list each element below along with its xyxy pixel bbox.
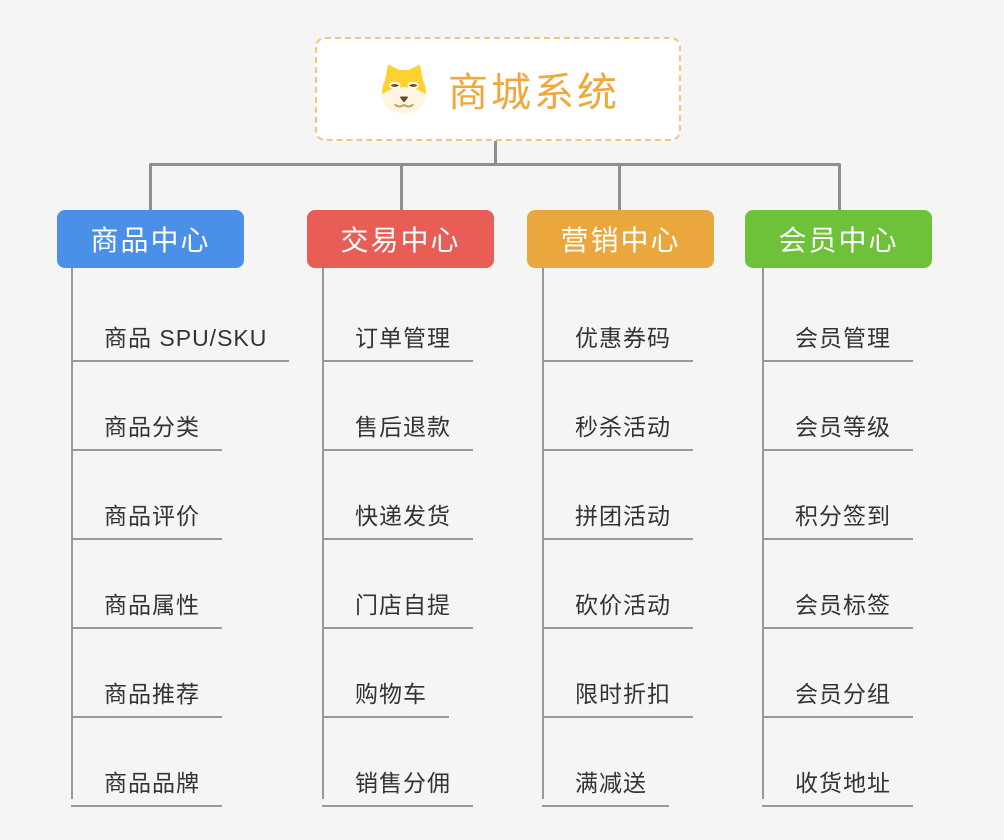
drop-line-marketing	[618, 164, 621, 211]
leaf-node[interactable]: 快递发货	[322, 497, 473, 540]
leaf-node[interactable]: 商品属性	[71, 586, 222, 629]
leaf-node[interactable]: 门店自提	[322, 586, 473, 629]
root-node[interactable]: 商城系统	[315, 37, 681, 141]
branch-children-member: 会员管理 会员等级 积分签到 会员标签 会员分组 收货地址	[762, 268, 1002, 808]
leaf-node[interactable]: 收货地址	[762, 764, 913, 807]
leaf-node[interactable]: 会员分组	[762, 675, 913, 718]
branch-children-product: 商品 SPU/SKU 商品分类 商品评价 商品属性 商品推荐 商品品牌	[71, 268, 311, 808]
branch-children-trade: 订单管理 售后退款 快递发货 门店自提 购物车 销售分佣	[322, 268, 562, 808]
column-line	[71, 268, 73, 799]
leaf-node[interactable]: 会员等级	[762, 408, 913, 451]
leaf-node[interactable]: 购物车	[322, 675, 449, 718]
dog-icon	[382, 64, 426, 114]
root-stem-line	[494, 139, 497, 165]
column-line	[762, 268, 764, 799]
drop-line-trade	[400, 164, 403, 211]
branch-label: 交易中心	[340, 225, 461, 256]
leaf-node[interactable]: 秒杀活动	[542, 408, 693, 451]
leaf-node[interactable]: 销售分佣	[322, 764, 473, 807]
branch-label: 营销中心	[560, 225, 681, 256]
leaf-node[interactable]: 砍价活动	[542, 586, 693, 629]
leaf-node[interactable]: 会员管理	[762, 319, 913, 362]
leaf-node[interactable]: 会员标签	[762, 586, 913, 629]
branch-label: 商品中心	[90, 225, 211, 256]
leaf-node[interactable]: 商品推荐	[71, 675, 222, 718]
branch-node-marketing[interactable]: 营销中心	[527, 210, 714, 268]
branch-node-trade[interactable]: 交易中心	[307, 210, 494, 268]
column-line	[542, 268, 544, 799]
leaf-node[interactable]: 售后退款	[322, 408, 473, 451]
leaf-node[interactable]: 限时折扣	[542, 675, 693, 718]
leaf-node[interactable]: 商品 SPU/SKU	[71, 319, 290, 362]
branch-node-product[interactable]: 商品中心	[57, 210, 244, 268]
leaf-node[interactable]: 积分签到	[762, 497, 913, 540]
leaf-node[interactable]: 商品品牌	[71, 764, 222, 807]
leaf-node[interactable]: 优惠券码	[542, 319, 693, 362]
drop-line-product	[149, 164, 152, 211]
leaf-node[interactable]: 满减送	[542, 764, 669, 807]
branch-label: 会员中心	[778, 225, 899, 256]
root-title: 商城系统	[448, 71, 620, 115]
branch-bus-line	[149, 163, 841, 166]
branch-node-member[interactable]: 会员中心	[745, 210, 932, 268]
drop-line-member	[838, 164, 841, 211]
leaf-node[interactable]: 商品分类	[71, 408, 222, 451]
leaf-node[interactable]: 拼团活动	[542, 497, 693, 540]
branch-children-marketing: 优惠券码 秒杀活动 拼团活动 砍价活动 限时折扣 满减送	[542, 268, 782, 808]
leaf-node[interactable]: 商品评价	[71, 497, 222, 540]
leaf-node[interactable]: 订单管理	[322, 319, 473, 362]
column-line	[322, 268, 324, 799]
